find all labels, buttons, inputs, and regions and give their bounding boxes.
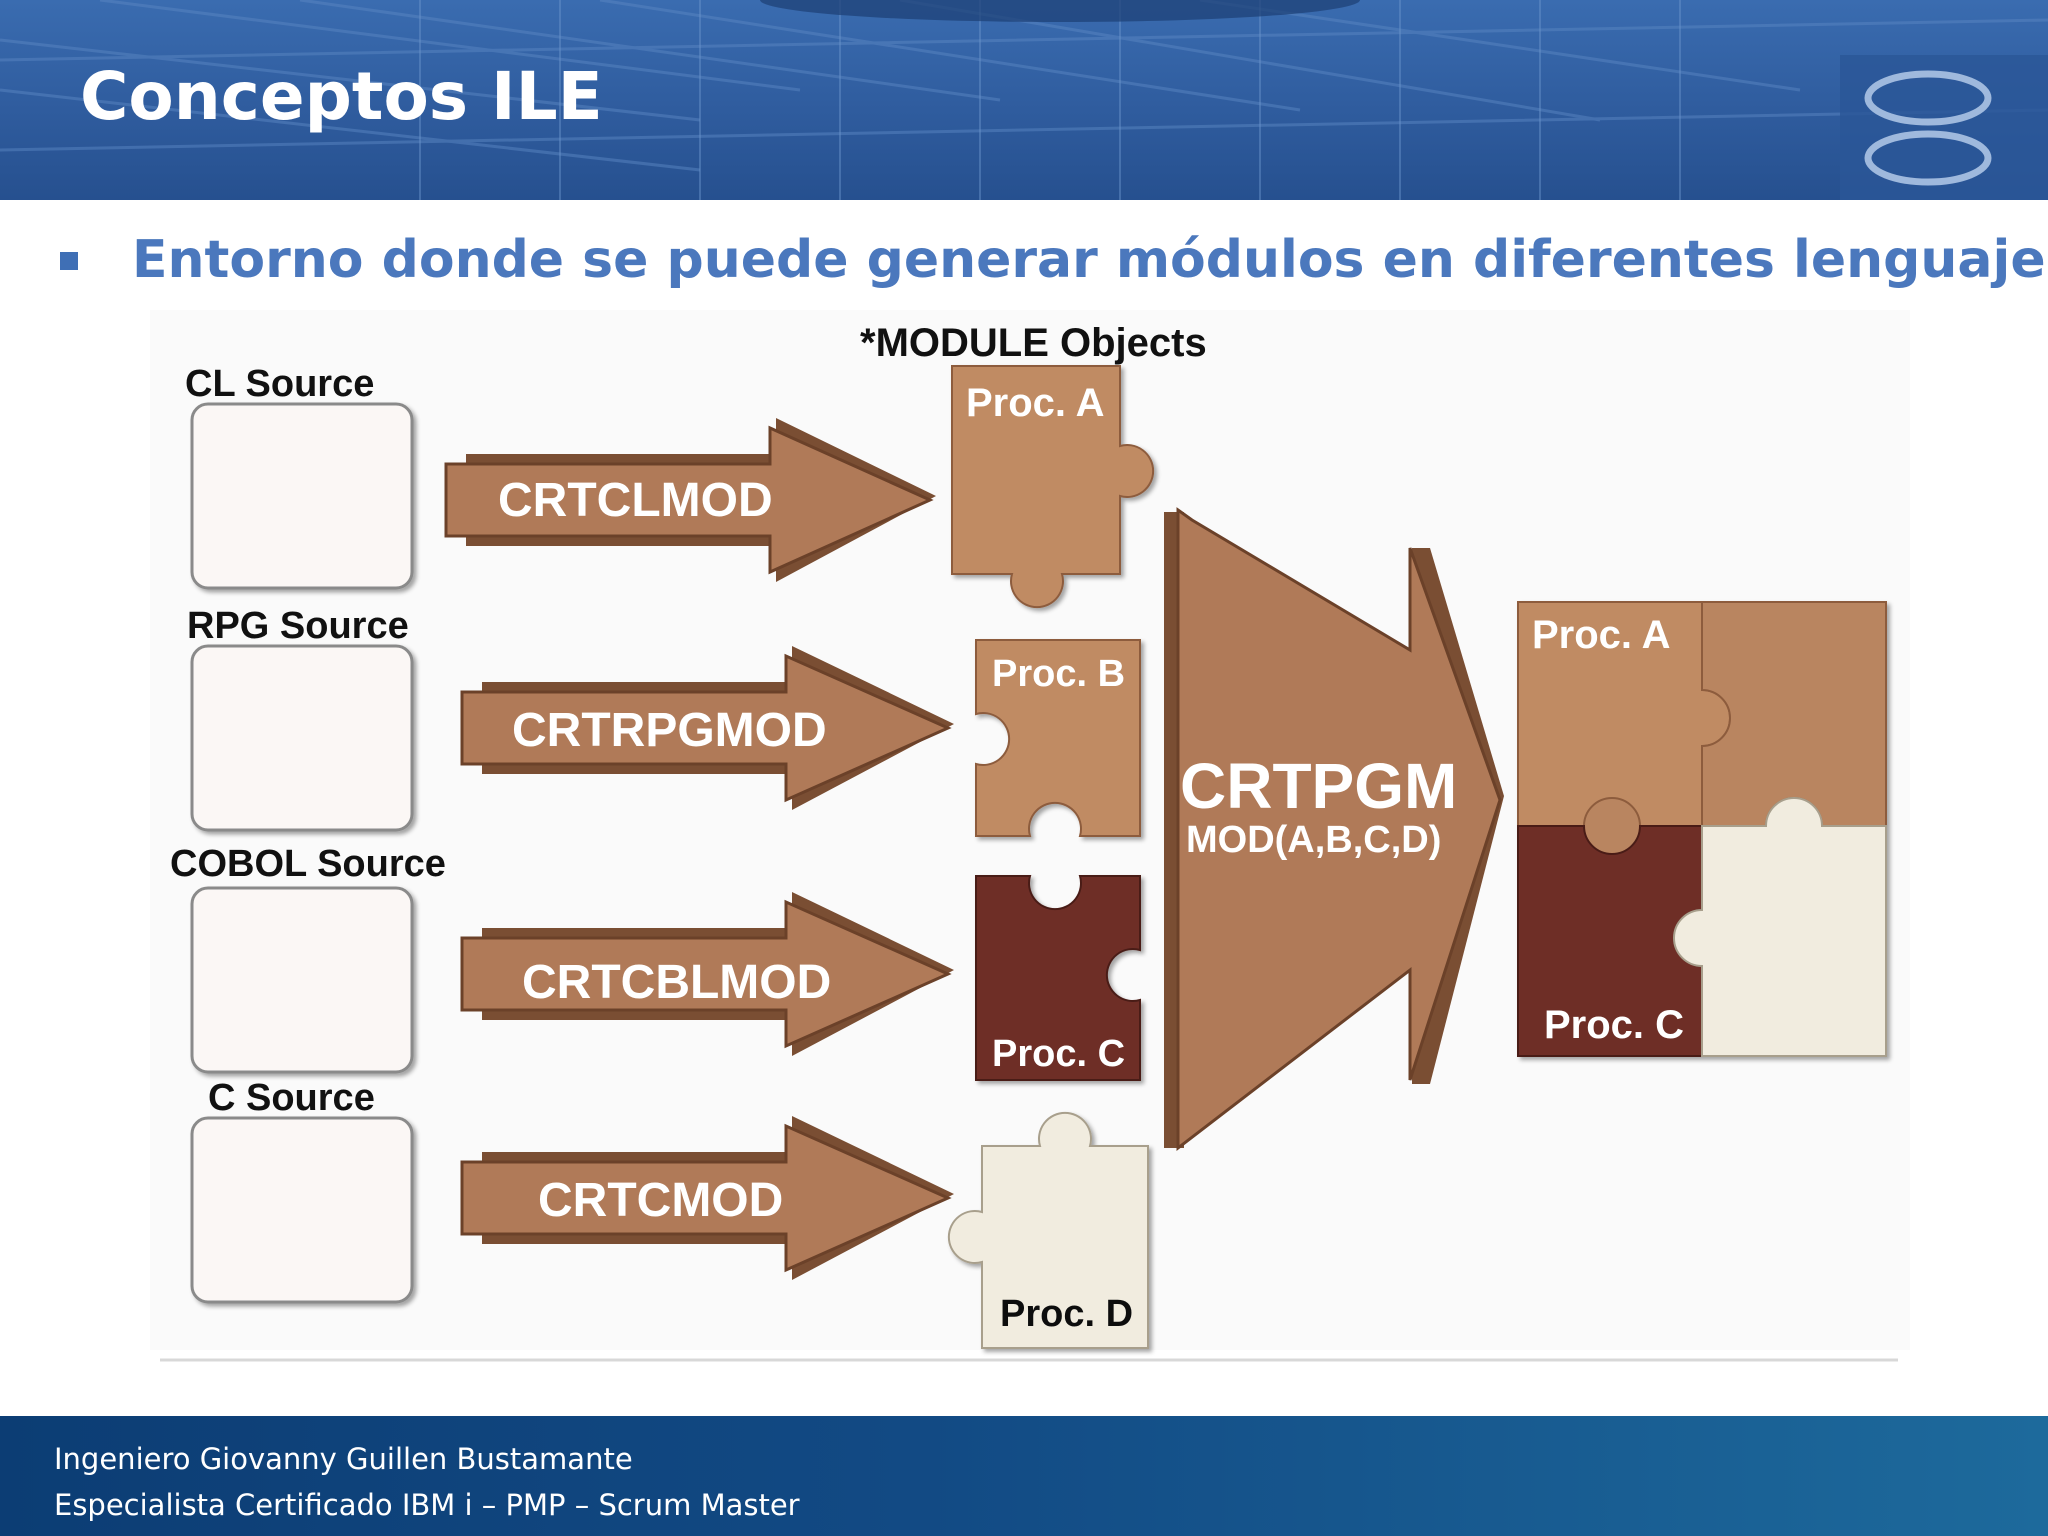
source-box-cobol [190,886,414,1074]
header-background-pattern [0,0,2048,200]
source-box-cl [190,402,414,590]
command-arrow-cobol: CRTCBLMOD [460,892,954,1056]
bullet-text: Entorno donde se puede generar módulos e… [132,230,2048,290]
command-label-cl: CRTCLMOD [498,474,773,527]
module-objects-label: *MODULE Objects [860,321,1207,365]
bullet-square-icon [60,252,78,270]
source-label-cl: CL Source [185,363,374,405]
piece-label-b: Proc. B [992,653,1125,695]
slide-header: Conceptos ILE [0,0,2048,200]
source-label-cobol: COBOL Source [170,843,446,885]
command-label-cobol: CRTCBLMOD [522,956,831,1009]
slide-footer: Ingeniero Giovanny Guillen Bustamante Es… [0,1416,2048,1536]
program-label-c: Proc. C [1544,1003,1684,1047]
ile-diagram: *MODULE Objects CL Source RPG Source COB… [0,300,2048,1400]
source-c: C Source [190,1077,414,1304]
program-piece-d [1673,797,1887,1057]
command-arrow-rpg: CRTRPGMOD [460,646,954,810]
source-box-c [190,1116,414,1304]
piece-label-a: Proc. A [966,381,1105,425]
command-label-rpg: CRTRPGMOD [512,704,827,757]
command-label-c: CRTCMOD [538,1174,783,1227]
puzzle-piece-a: Proc. A [951,365,1155,609]
source-label-c: C Source [208,1077,375,1119]
source-box-rpg [190,644,414,832]
program-assembled: Proc. A Proc. C [1517,601,1887,1057]
command-arrow-c: CRTCMOD [460,1116,954,1280]
crtpgm-label: CRTPGM [1180,750,1457,822]
program-piece-b [1701,601,1887,827]
bullet-item: Entorno donde se puede generar módulos e… [58,230,2048,300]
crtpgm-arrow: CRTPGM MOD(A,B,C,D) [1164,507,1504,1152]
logo-rings-icon [1864,70,1992,186]
page-title: Conceptos ILE [80,58,603,135]
puzzle-piece-b: Proc. B [975,639,1141,837]
puzzle-piece-d: Proc. D [947,1111,1149,1349]
source-label-rpg: RPG Source [187,605,409,647]
piece-label-d: Proc. D [1000,1293,1133,1335]
command-arrow-cl: CRTCLMOD [444,418,936,582]
footer-author: Ingeniero Giovanny Guillen Bustamante [54,1442,633,1476]
piece-label-c: Proc. C [992,1033,1125,1075]
puzzle-piece-c: Proc. C [975,875,1141,1081]
source-cobol: COBOL Source [170,843,446,1074]
crtpgm-args: MOD(A,B,C,D) [1186,819,1441,861]
footer-credentials: Especialista Certificado IBM i – PMP – S… [54,1488,800,1522]
program-label-a: Proc. A [1532,613,1671,657]
source-cl: CL Source [185,363,414,590]
source-rpg: RPG Source [187,605,414,832]
